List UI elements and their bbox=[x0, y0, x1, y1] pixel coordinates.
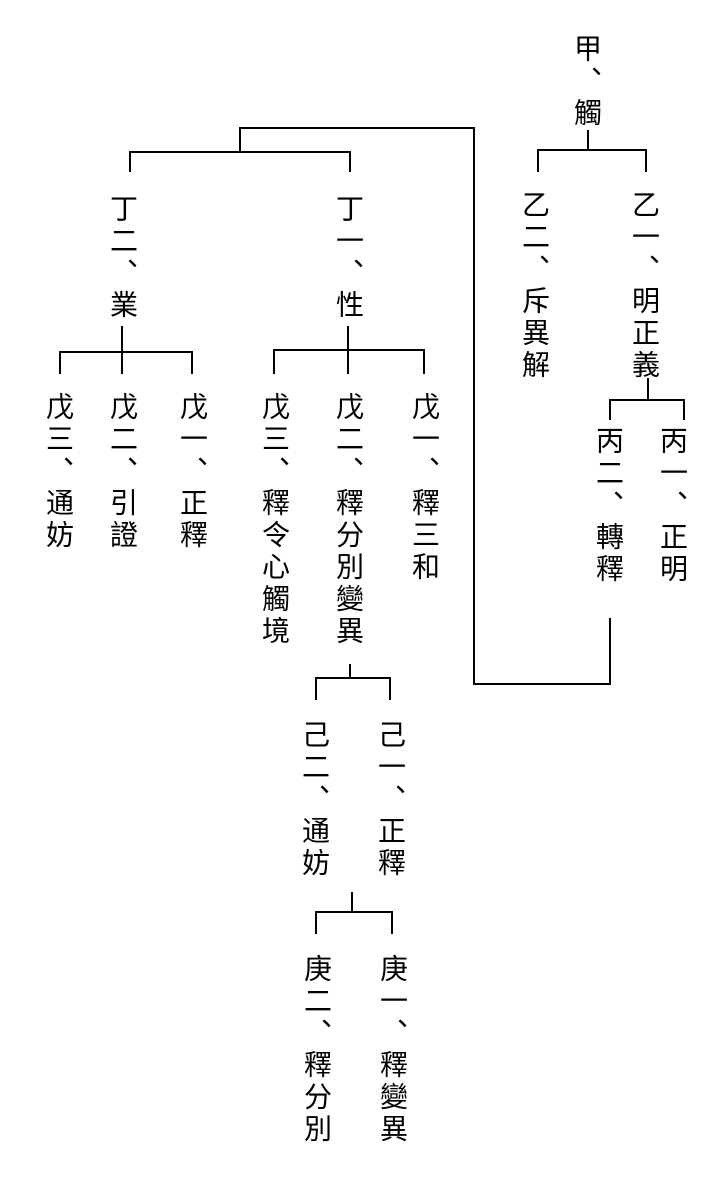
node-ji1: 己一、正釋 bbox=[374, 720, 407, 880]
connector-wu2-bracket bbox=[315, 677, 391, 700]
node-ji2: 己二、通妨 bbox=[298, 720, 331, 880]
node-root: 甲、觸 bbox=[570, 34, 603, 130]
node-bing1: 丙一、正明 bbox=[656, 426, 689, 586]
node-ding2-wu2: 戊二、引證 bbox=[106, 392, 139, 552]
node-bing2: 丙二、轉釋 bbox=[592, 426, 625, 586]
node-ding1: 丁一、性 bbox=[332, 194, 365, 322]
node-yi2: 乙二、斥異解 bbox=[518, 190, 551, 382]
node-ding2-wu3: 戊三、通妨 bbox=[42, 392, 75, 552]
connector-ding-bracket bbox=[129, 151, 351, 172]
connector-yi1-bracket bbox=[609, 399, 685, 420]
connector-ji-bracket bbox=[315, 911, 393, 934]
node-geng2: 庚二、釋分別 bbox=[300, 954, 333, 1146]
node-ding2: 丁二、業 bbox=[106, 194, 139, 322]
connector-root-bracket bbox=[537, 149, 647, 172]
connector-ding2-bracket bbox=[59, 351, 193, 374]
connector-bing2-to-ding bbox=[239, 127, 611, 685]
node-geng1: 庚一、釋變異 bbox=[376, 954, 409, 1146]
node-yi1: 乙一、明正義 bbox=[628, 190, 661, 382]
node-ding1-wu2: 戊二、釋分別變異 bbox=[332, 392, 365, 648]
connector-ding1-bracket bbox=[273, 349, 425, 374]
node-ding2-wu1: 戊一、正釋 bbox=[176, 392, 209, 552]
node-ding1-wu3: 戊三、釋令心觸境 bbox=[258, 392, 291, 648]
node-ding1-wu1: 戊一、釋三和 bbox=[408, 392, 441, 584]
